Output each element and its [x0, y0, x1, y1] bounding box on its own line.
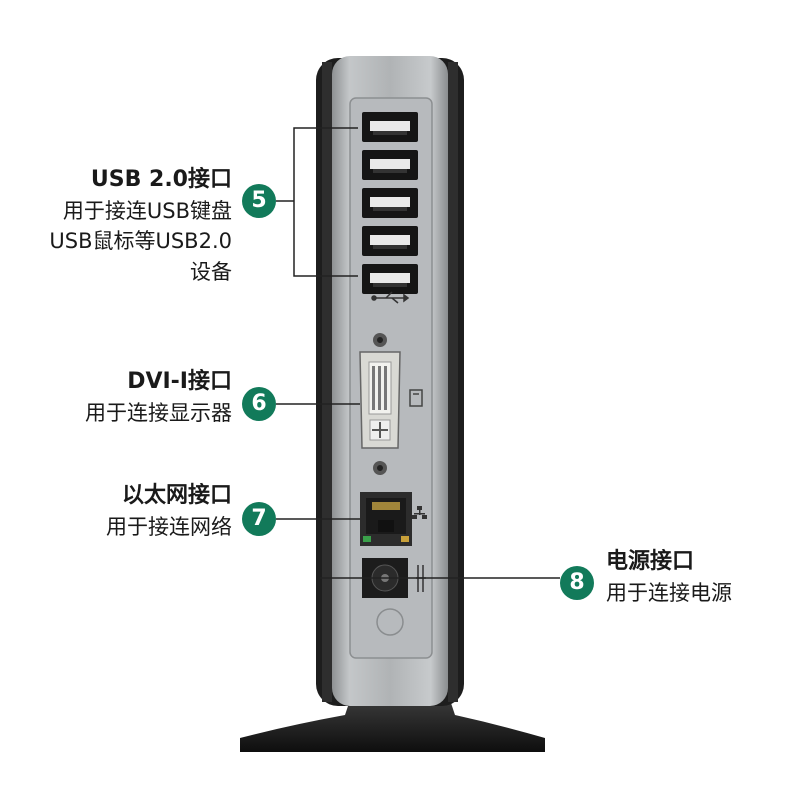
usb-port: [362, 150, 418, 180]
usb-port: [362, 264, 418, 294]
power-callout: 电源接口 用于连接电源: [606, 546, 796, 608]
usb-callout-title: USB 2.0接口: [90, 167, 232, 192]
usb-ports: [362, 112, 418, 294]
ethernet-callout-title: 以太网接口: [121, 483, 232, 508]
usb-port: [362, 226, 418, 256]
power-button: [376, 608, 404, 636]
power-callout-line: 用于连接电源: [606, 580, 732, 605]
dvi-callout-title: DVI-I接口: [127, 369, 232, 394]
usb-port: [362, 112, 418, 142]
ethernet-port: [360, 492, 412, 546]
dvi-port: [359, 333, 401, 475]
callout-badge-6: 6: [242, 387, 276, 421]
callout-badge-7: 7: [242, 502, 276, 536]
usb-icon: [371, 291, 410, 304]
dvi-callout: DVI-I接口 用于连接显示器: [2, 366, 232, 428]
usb-callout-line: 用于接连USB键盘: [62, 198, 232, 223]
usb-callout: USB 2.0接口 用于接连USB键盘 USB鼠标等USB2.0 设备: [2, 164, 232, 287]
callout-badge-8: 8: [560, 566, 594, 600]
callout-badge-5: 5: [242, 184, 276, 218]
network-icon: [412, 506, 427, 519]
power-callout-title: 电源接口: [606, 549, 695, 574]
ethernet-callout: 以太网接口 用于接连网络: [2, 480, 232, 542]
usb-callout-line: USB鼠标等USB2.0: [49, 229, 232, 254]
ethernet-callout-line: 用于接连网络: [106, 514, 232, 539]
usb-port: [362, 188, 418, 218]
display-icon: [409, 389, 423, 407]
dvi-callout-line: 用于连接显示器: [85, 400, 232, 425]
stand: [240, 700, 545, 752]
callout-bracket-usb: [293, 127, 358, 277]
usb-callout-line: 设备: [190, 259, 232, 284]
